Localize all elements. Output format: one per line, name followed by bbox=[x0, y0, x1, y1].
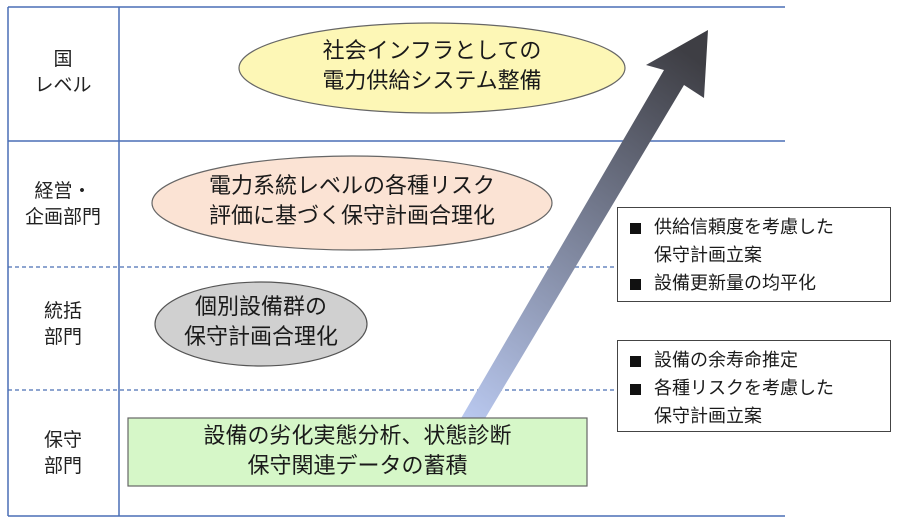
row-label-line: 企画部門 bbox=[24, 206, 101, 228]
row-label-line: 経営・ bbox=[34, 180, 92, 202]
row-label-line: 部門 bbox=[43, 455, 82, 477]
maintenance-box-text: 設備の劣化実態分析、状態診断 保守関連データの蓄積 bbox=[128, 422, 587, 482]
row-label-line: 国 bbox=[53, 48, 73, 70]
note-line: 設備の余寿命推定 bbox=[654, 350, 798, 371]
national-ellipse-text: 社会インフラとしての 電力供給システム整備 bbox=[239, 37, 625, 97]
row-label-national: 国 レベル bbox=[8, 46, 118, 98]
row-label-maintenance: 保守 部門 bbox=[8, 427, 118, 479]
row-label-line: レベル bbox=[34, 74, 92, 96]
supervision-ellipse bbox=[154, 281, 368, 367]
note-item: 設備更新量の均平化 bbox=[628, 270, 882, 298]
note-line: 保守計画立案 bbox=[654, 245, 762, 266]
note-line: 保守計画立案 bbox=[654, 406, 762, 427]
national-ellipse bbox=[238, 22, 626, 114]
shape-text-line: 設備の劣化実態分析、状態診断 bbox=[203, 424, 512, 449]
square-bullet-icon bbox=[630, 356, 641, 367]
progress-arrow bbox=[405, 30, 708, 452]
square-bullet-icon bbox=[630, 279, 641, 290]
note-box-lower: 設備の余寿命推定 各種リスクを考慮した 保守計画立案 bbox=[617, 340, 891, 432]
row-label-line: 保守 bbox=[43, 429, 82, 451]
note-line: 各種リスクを考慮した bbox=[654, 378, 834, 399]
management-ellipse-text: 電力系統レベルの各種リスク 評価に基づく保守計画合理化 bbox=[152, 172, 552, 232]
note-item: 供給信頼度を考慮した 保守計画立案 bbox=[628, 214, 882, 270]
square-bullet-icon bbox=[630, 223, 641, 234]
supervision-ellipse-text: 個別設備群の 保守計画合理化 bbox=[155, 293, 367, 353]
row-label-management: 経営・ 企画部門 bbox=[8, 178, 118, 230]
maintenance-box bbox=[127, 417, 588, 487]
shape-text-line: 電力供給システム整備 bbox=[322, 69, 542, 94]
note-line: 供給信頼度を考慮した bbox=[654, 217, 834, 238]
row-label-line: 部門 bbox=[43, 326, 82, 348]
shape-text-line: 保守関連データの蓄積 bbox=[247, 454, 468, 479]
shape-text-line: 社会インフラとしての bbox=[322, 39, 542, 64]
note-line: 設備更新量の均平化 bbox=[654, 273, 816, 294]
management-ellipse bbox=[151, 155, 553, 251]
shape-text-line: 電力系統レベルの各種リスク bbox=[208, 174, 495, 199]
shape-text-line: 評価に基づく保守計画合理化 bbox=[208, 204, 495, 229]
shape-text-line: 個別設備群の bbox=[194, 295, 327, 320]
note-item: 各種リスクを考慮した 保守計画立案 bbox=[628, 375, 882, 431]
shape-text-line: 保守計画合理化 bbox=[183, 325, 338, 350]
row-label-supervision: 統括 部門 bbox=[8, 298, 118, 350]
square-bullet-icon bbox=[630, 384, 641, 395]
note-box-upper: 供給信頼度を考慮した 保守計画立案 設備更新量の均平化 bbox=[617, 207, 891, 302]
note-item: 設備の余寿命推定 bbox=[628, 347, 882, 375]
row-label-line: 統括 bbox=[43, 300, 82, 322]
